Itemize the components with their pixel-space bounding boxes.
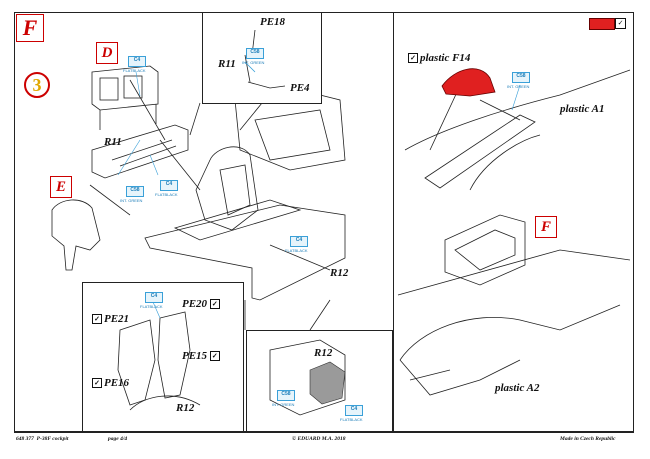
paint-badge: C4 <box>160 180 178 191</box>
footer-rule <box>14 432 634 433</box>
label-r12-left: R12 <box>176 402 195 414</box>
inset-pedals <box>82 282 244 432</box>
paint-badge-caption: FLATBLACK <box>340 417 363 422</box>
paint-badge-caption: INT. GREEN <box>120 198 143 203</box>
paint-badge: C4 <box>290 236 308 247</box>
paint-badge-caption: INT. GREEN <box>242 60 265 65</box>
legend-check-icon: ✓ <box>615 18 626 29</box>
label-r12-inset: R12 <box>314 347 333 359</box>
label-r12-main: R12 <box>330 267 349 279</box>
page-divider <box>393 12 394 432</box>
label-pe20: PE20 ✓ <box>182 298 222 310</box>
paint-badge: C58 <box>512 72 530 83</box>
paint-badge: C4 <box>145 292 163 303</box>
paint-badge: C58 <box>246 48 264 59</box>
inset-r12 <box>246 330 393 432</box>
callout-e: E <box>50 176 72 198</box>
paint-badge-caption: FLATBLACK <box>285 248 308 253</box>
paint-badge-caption: FLATBLACK <box>123 68 146 73</box>
label-r11-inset: R11 <box>218 58 236 70</box>
label-pe15: PE15 ✓ <box>182 350 222 362</box>
color-legend-swatch <box>589 18 615 30</box>
label-pe21: ✓PE21 <box>92 313 129 325</box>
check-icon: ✓ <box>408 53 418 64</box>
footer-page: page 4/4 <box>108 436 128 442</box>
step-letter: F <box>22 15 38 40</box>
plastic-f14-red-part <box>441 68 496 97</box>
label-plastic-a2: plastic A2 <box>495 382 540 394</box>
step-number: 3 <box>32 75 42 95</box>
label-pe16: ✓PE16 <box>92 377 129 389</box>
paint-badge-caption: INT. GREEN <box>272 402 295 407</box>
label-plastic-a1: plastic A1 <box>560 103 605 115</box>
paint-badge: C58 <box>126 186 144 197</box>
callout-d: D <box>96 42 118 64</box>
paint-badge: C4 <box>345 405 363 416</box>
label-pe18: PE18 <box>260 16 286 28</box>
check-icon: ✓ <box>92 314 102 325</box>
paint-badge: C4 <box>128 56 146 67</box>
paint-badge: C58 <box>277 390 295 401</box>
check-icon: ✓ <box>209 299 220 310</box>
label-r11-main: R11 <box>104 136 122 148</box>
paint-badge-caption: INT. GREEN <box>507 84 530 89</box>
step-number-circle: 3 <box>24 72 50 98</box>
step-letter-box: F <box>16 14 44 42</box>
check-icon: ✓ <box>209 351 220 362</box>
paint-badge-caption: FLATBLACK <box>140 304 163 309</box>
footer-copyright: © EDUARD M.A. 2018 <box>292 436 346 442</box>
footer-code: 648 377 P-38F cockpit <box>16 436 69 442</box>
check-icon: ✓ <box>92 378 102 389</box>
label-plastic-f14: ✓plastic F14 <box>408 52 470 64</box>
paint-badge-caption: FLATBLACK <box>155 192 178 197</box>
callout-f: F <box>535 216 557 238</box>
label-pe4: PE4 <box>290 82 310 94</box>
footer-origin: Made in Czech Republic <box>560 436 616 442</box>
